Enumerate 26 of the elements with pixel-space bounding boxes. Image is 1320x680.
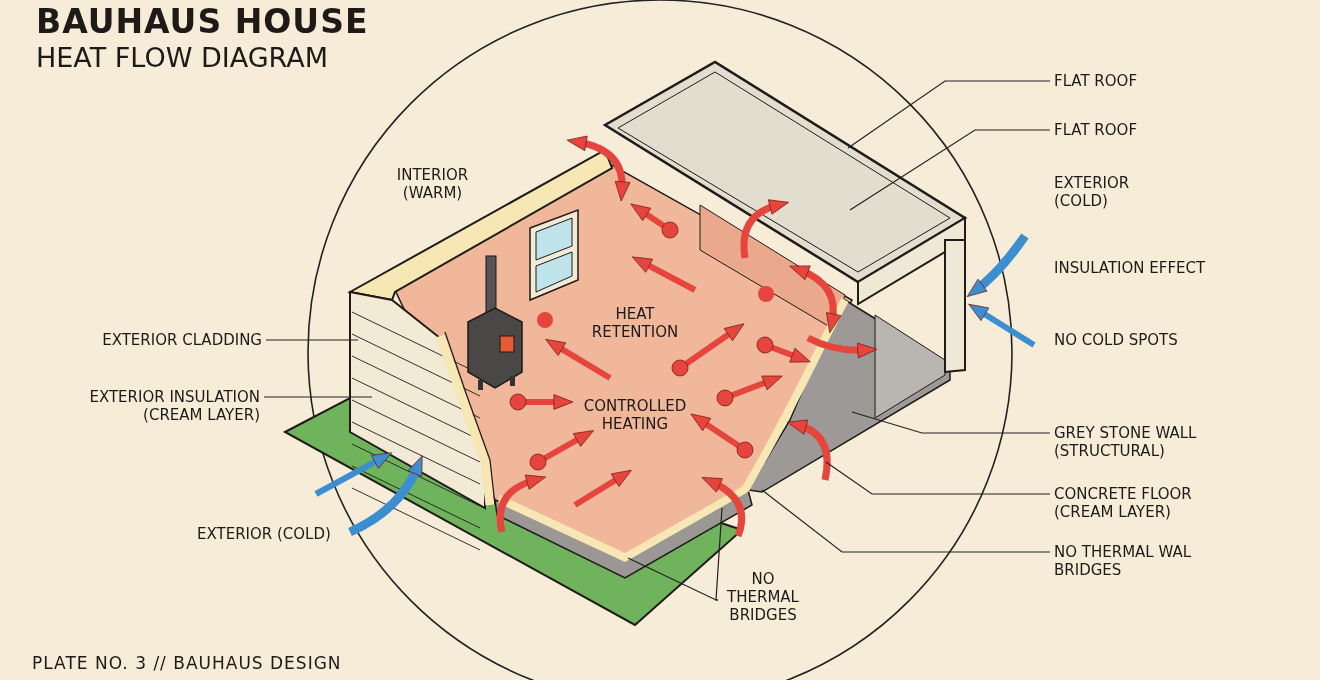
leader-line (263, 396, 373, 398)
plate-caption: PLATE NO. 3 // BAUHAUS DESIGN (32, 654, 342, 672)
title: BAUHAUS HOUSE (36, 2, 369, 42)
callout-label: EXTERIOR CLADDING (90, 331, 262, 349)
callout-label: NO THERMAL BRIDGES (722, 570, 804, 624)
leader-line (847, 80, 1051, 149)
leader-line (761, 489, 1051, 553)
callout-label: CONTROLLED HEATING (582, 397, 688, 433)
callout-label: NO COLD SPOTS (1054, 331, 1178, 349)
callout-label: CONCRETE FLOOR (CREAM LAYER) (1054, 485, 1214, 521)
callout-label: NO THERMAL WAL BRIDGES (1054, 543, 1214, 579)
callout-label: EXTERIOR INSULATION (CREAM LAYER) (80, 388, 260, 424)
leader-line (825, 461, 1051, 495)
callout-label: GREY STONE WALL (STRUCTURAL) (1054, 424, 1214, 460)
callout-label: INSULATION EFFECT (1054, 259, 1206, 277)
callout-label: INTERIOR (WARM) (395, 166, 470, 202)
callout-label: HEAT RETENTION (590, 305, 680, 341)
leader-line (849, 129, 1051, 211)
leader-line (715, 507, 723, 601)
callout-label: FLAT ROOF (1054, 121, 1174, 139)
leader-line (265, 339, 359, 341)
leader-line (851, 411, 1051, 434)
callout-label: FLAT ROOF (1054, 72, 1174, 90)
callout-label: EXTERIOR (COLD) (197, 525, 331, 543)
callout-label: EXTERIOR (COLD) (1054, 174, 1131, 210)
subtitle: HEAT FLOW DIAGRAM (36, 42, 329, 74)
